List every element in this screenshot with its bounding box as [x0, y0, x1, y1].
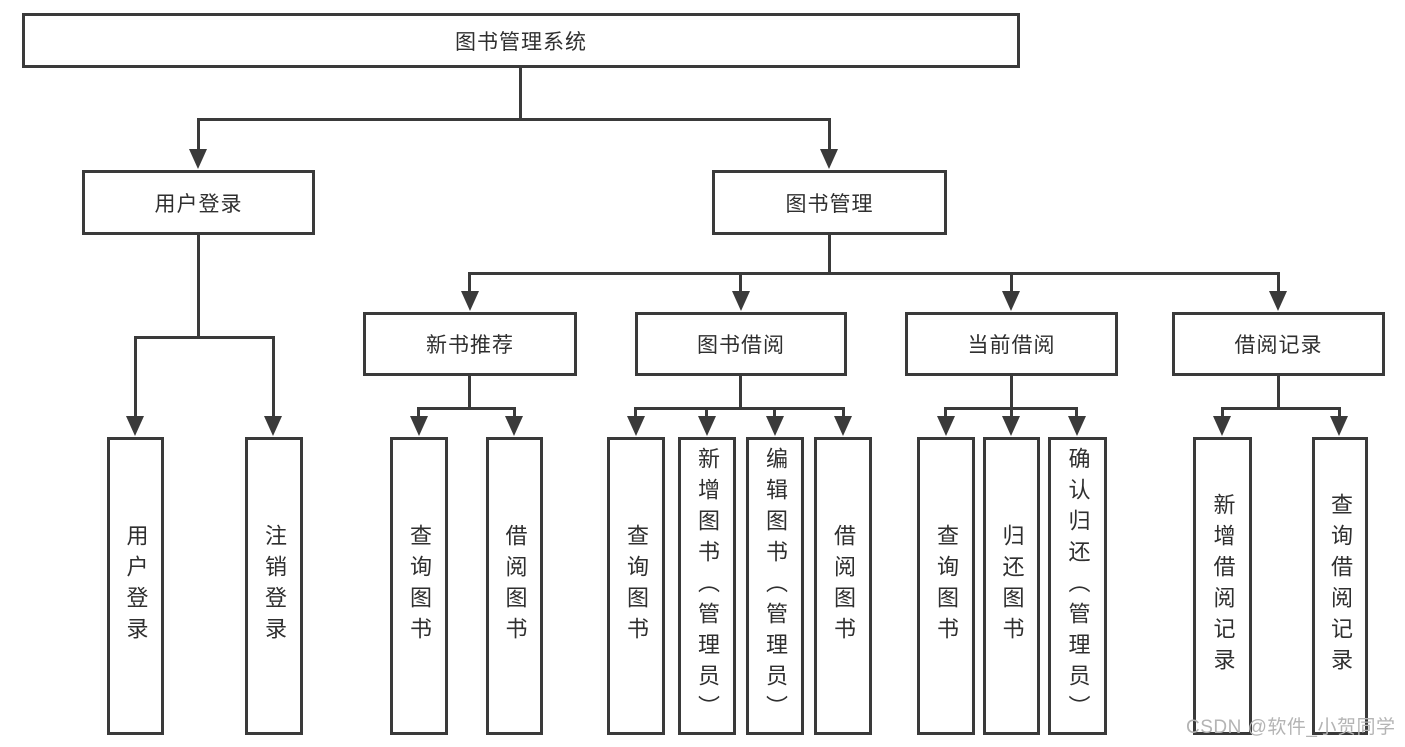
connector-records-stem: [1277, 376, 1280, 409]
connector-book-mgmt-drop: [468, 272, 471, 294]
leaf-edit-book-admin: 编辑图书（管理员）: [746, 437, 804, 735]
arrow-down-icon: [766, 416, 784, 436]
connector-new-book-drop: [417, 407, 420, 419]
connector-root-span: [197, 118, 831, 121]
arrow-down-icon: [1269, 291, 1287, 311]
node-library-system-label: 图书管理系统: [455, 30, 587, 54]
connector-user-login-drop: [134, 336, 137, 419]
connector-root-drop-right: [828, 118, 831, 152]
leaf-confirm-return-admin: 确认归还（管理员）: [1048, 437, 1107, 735]
leaf-borrow-books-borrowing: 借阅图书: [814, 437, 872, 735]
node-borrow-records-label: 借阅记录: [1234, 334, 1323, 357]
leaf-add-book-admin-label: 新增图书（管理员）: [695, 446, 720, 726]
leaf-query-books-recommend: 查询图书: [390, 437, 448, 735]
leaf-query-books-current-label: 查询图书: [934, 524, 959, 648]
connector-book-mgmt-drop: [1010, 272, 1013, 294]
arrow-down-icon: [1068, 416, 1086, 436]
leaf-borrow-books-recommend: 借阅图书: [486, 437, 543, 735]
arrow-down-icon: [937, 416, 955, 436]
connector-current-borrow-stem: [1010, 376, 1013, 409]
leaf-logout: 注销登录: [245, 437, 303, 735]
leaf-query-books-borrowing: 查询图书: [607, 437, 665, 735]
connector-user-login-drop: [272, 336, 275, 419]
node-new-book-recommend: 新书推荐: [363, 312, 577, 376]
arrow-down-icon: [1002, 416, 1020, 436]
leaf-add-book-admin: 新增图书（管理员）: [678, 437, 736, 735]
arrow-down-icon: [189, 149, 207, 169]
node-library-system: 图书管理系统: [22, 13, 1020, 68]
connector-book-mgmt-drop: [1277, 272, 1280, 294]
connector-user-login-span: [134, 336, 275, 339]
leaf-query-books-current: 查询图书: [917, 437, 975, 735]
connector-book-borrow-stem: [739, 376, 742, 409]
leaf-add-borrow-record-label: 新增借阅记录: [1210, 493, 1236, 679]
node-borrow-records: 借阅记录: [1172, 312, 1385, 376]
node-current-borrowing-label: 当前借阅: [967, 334, 1056, 357]
node-new-book-recommend-label: 新书推荐: [426, 334, 514, 357]
connector-book-borrow-drop: [842, 407, 845, 419]
arrow-down-icon: [410, 416, 428, 436]
leaf-borrow-books-recommend-label: 借阅图书: [502, 524, 528, 648]
arrow-down-icon: [264, 416, 282, 436]
node-current-borrowing: 当前借阅: [905, 312, 1118, 376]
connector-book-mgmt-stem: [828, 235, 831, 274]
arrow-down-icon: [1002, 291, 1020, 311]
arrow-down-icon: [627, 416, 645, 436]
connector-book-borrow-drop: [705, 407, 708, 419]
leaf-return-books-label: 归还图书: [999, 524, 1025, 648]
node-user-login-label: 用户登录: [154, 192, 243, 216]
leaf-user-login: 用户登录: [107, 437, 164, 735]
arrow-down-icon: [698, 416, 716, 436]
arrow-down-icon: [461, 291, 479, 311]
connector-root-drop-left: [197, 118, 200, 152]
arrow-down-icon: [1213, 416, 1231, 436]
leaf-confirm-return-admin-label: 确认归还（管理员）: [1065, 446, 1091, 726]
arrow-down-icon: [820, 149, 838, 169]
arrow-down-icon: [505, 416, 523, 436]
connector-user-login-stem: [197, 235, 200, 336]
connector-current-borrow-drop: [1075, 407, 1078, 419]
node-book-borrowing-label: 图书借阅: [697, 334, 785, 357]
node-book-management-label: 图书管理: [785, 192, 874, 216]
arrow-down-icon: [834, 416, 852, 436]
connector-book-borrow-drop: [634, 407, 637, 419]
connector-book-mgmt-drop: [739, 272, 742, 294]
connector-root-stem: [519, 68, 522, 118]
connector-current-borrow-drop: [1010, 407, 1013, 419]
connector-records-drop: [1221, 407, 1224, 419]
leaf-return-books: 归还图书: [983, 437, 1040, 735]
connector-book-borrow-span: [634, 407, 845, 410]
leaf-user-login-label: 用户登录: [123, 524, 149, 648]
connector-book-borrow-drop: [773, 407, 776, 419]
node-book-borrowing: 图书借阅: [635, 312, 847, 376]
connector-current-borrow-drop: [944, 407, 947, 419]
connector-records-drop: [1338, 407, 1341, 419]
leaf-logout-label: 注销登录: [262, 524, 287, 648]
leaf-query-books-recommend-label: 查询图书: [407, 524, 432, 648]
arrow-down-icon: [732, 291, 750, 311]
node-user-login: 用户登录: [82, 170, 315, 235]
leaf-edit-book-admin-label: 编辑图书（管理员）: [763, 446, 788, 726]
connector-new-book-span: [417, 407, 516, 410]
connector-records-span: [1221, 407, 1340, 410]
leaf-query-books-borrowing-label: 查询图书: [624, 524, 649, 648]
leaf-query-borrow-record-label: 查询借阅记录: [1328, 493, 1353, 679]
node-book-management: 图书管理: [712, 170, 947, 235]
leaf-query-borrow-record: 查询借阅记录: [1312, 437, 1368, 735]
connector-new-book-drop: [513, 407, 516, 419]
connector-new-book-stem: [468, 376, 471, 409]
leaf-add-borrow-record: 新增借阅记录: [1193, 437, 1252, 735]
connector-book-mgmt-span: [468, 272, 1280, 275]
leaf-borrow-books-borrowing-label: 借阅图书: [831, 524, 856, 648]
arrow-down-icon: [126, 416, 144, 436]
arrow-down-icon: [1330, 416, 1348, 436]
